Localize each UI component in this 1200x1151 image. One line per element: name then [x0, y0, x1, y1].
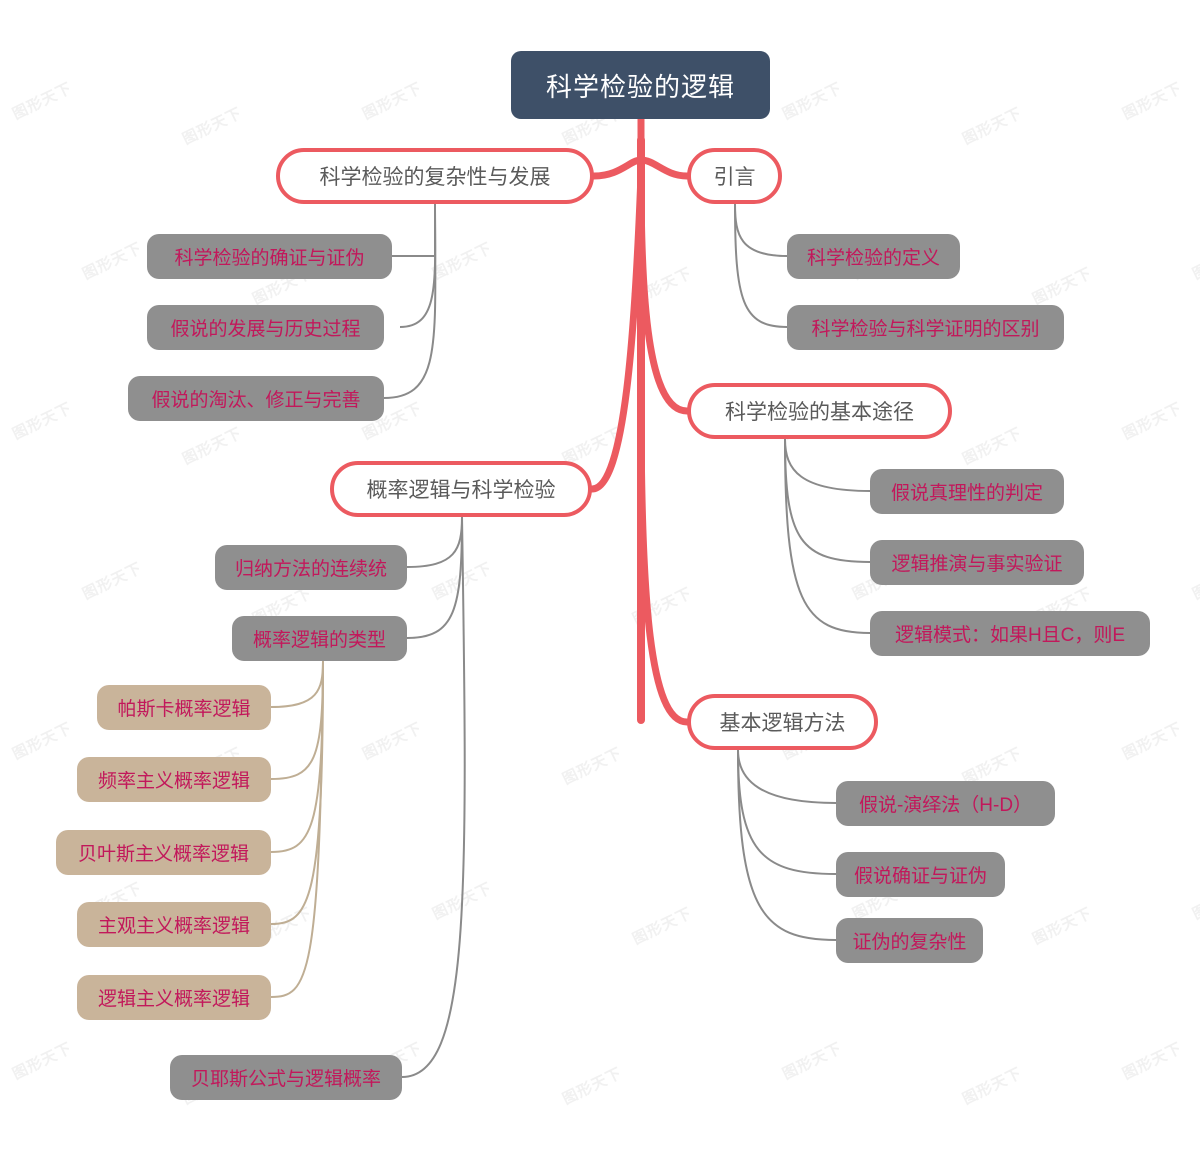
mindmap-node-definition[interactable]: 科学检验的定义 [787, 234, 960, 279]
mindmap-branch-complexity[interactable]: 科学检验的复杂性与发展 [276, 148, 594, 204]
link-b3-c2 [401, 516, 466, 1078]
mindmap-branch-probability-logic[interactable]: 概率逻辑与科学检验 [330, 461, 592, 517]
mindmap-branch-introduction[interactable]: 引言 [687, 148, 782, 204]
trunk-to-branch-introduction [637, 156, 691, 180]
trunk-to-branch-methods [637, 396, 691, 726]
mindmap-node-hypothesis-development[interactable]: 假说的发展与历史过程 [147, 305, 384, 350]
link-b2-c0 [784, 438, 871, 492]
link-b3-c1 [406, 516, 463, 639]
mindmap-node-induction-continuum[interactable]: 归纳方法的连续统 [215, 545, 407, 590]
link-types-frequentist [270, 660, 324, 780]
mindmap-node-confirm-falsify[interactable]: 假说确证与证伪 [836, 852, 1005, 897]
mindmap-node-hd-method[interactable]: 假说-演绎法（H-D） [836, 781, 1055, 826]
link-b0-c1 [399, 203, 437, 328]
link-b1-c1 [734, 203, 788, 328]
trunk-to-branch-complexity [590, 156, 645, 180]
mindmap-node-logic-pattern[interactable]: 逻辑模式：如果H且C，则E [870, 611, 1150, 656]
mindmap-node-probability-types[interactable]: 概率逻辑的类型 [232, 616, 407, 661]
link-b0-c0 [392, 204, 436, 257]
link-types-logicist [270, 660, 324, 998]
mindmap-node-bayes-formula[interactable]: 贝耶斯公式与逻辑概率 [170, 1055, 402, 1100]
gray-connectors [383, 203, 871, 1078]
link-b4-c0 [737, 749, 837, 804]
link-b1-c0 [734, 203, 788, 257]
link-b0-c2 [383, 203, 437, 399]
mindmap-node-bayesian[interactable]: 贝叶斯主义概率逻辑 [56, 830, 271, 875]
link-b4-c1 [737, 749, 837, 875]
mindmap-node-pascalian[interactable]: 帕斯卡概率逻辑 [97, 685, 271, 730]
mindmap-node-logicist[interactable]: 逻辑主义概率逻辑 [77, 975, 271, 1020]
link-b2-c1 [784, 438, 871, 563]
mindmap-node-frequentist[interactable]: 频率主义概率逻辑 [77, 757, 271, 802]
trunk-to-branch-approach [637, 171, 691, 415]
tan-connectors [270, 660, 324, 998]
mindmap-branch-basic-approach[interactable]: 科学检验的基本途径 [687, 383, 952, 439]
link-types-subjectivist [270, 660, 324, 925]
mindmap-root-node[interactable]: 科学检验的逻辑 [511, 51, 770, 119]
link-b2-c2 [784, 438, 871, 634]
trunk-to-branch-probability [588, 171, 645, 493]
trunk-connectors [588, 115, 691, 726]
mindmap-node-confirmation-falsification[interactable]: 科学检验的确证与证伪 [147, 234, 392, 279]
mindmap-branch-basic-logic-methods[interactable]: 基本逻辑方法 [687, 694, 878, 750]
mindmap-node-subjectivist[interactable]: 主观主义概率逻辑 [77, 902, 271, 947]
mindmap-node-truth-judgement[interactable]: 假说真理性的判定 [870, 469, 1064, 514]
link-b4-c2 [737, 749, 837, 941]
mindmap-node-deduction-verification[interactable]: 逻辑推演与事实验证 [870, 540, 1084, 585]
mindmap-node-falsification-complexity[interactable]: 证伪的复杂性 [836, 918, 983, 963]
mindmap-node-test-vs-proof[interactable]: 科学检验与科学证明的区别 [787, 305, 1064, 350]
link-b3-c0 [406, 516, 463, 568]
link-types-pascalian [270, 660, 324, 708]
mindmap-node-hypothesis-revision[interactable]: 假说的淘汰、修正与完善 [128, 376, 384, 421]
link-types-bayesian [270, 660, 324, 853]
